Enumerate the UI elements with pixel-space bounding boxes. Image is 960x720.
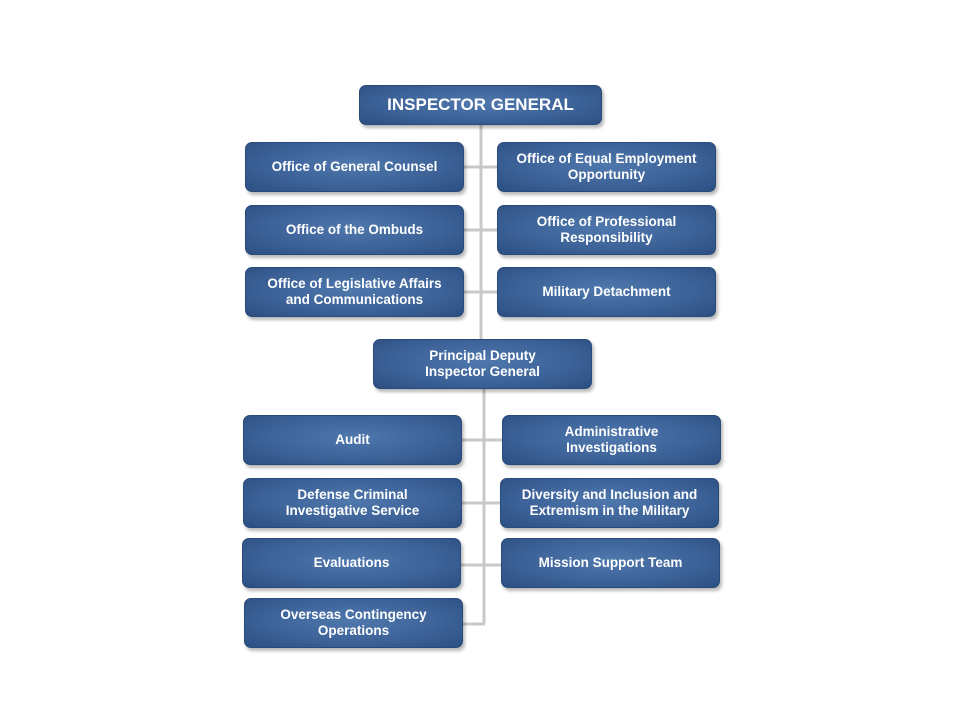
ombuds-box: Office of the Ombuds	[245, 205, 464, 255]
mission-support-box: Mission Support Team	[501, 538, 720, 588]
administrative-investigations-box: Administrative Investigations	[502, 415, 721, 465]
professional-responsibility-box: Office of Professional Responsibility	[497, 205, 716, 255]
military-detachment-box: Military Detachment	[497, 267, 716, 317]
principal-deputy-box: Principal Deputy Inspector General	[373, 339, 592, 389]
dcis-box: Defense Criminal Investigative Service	[243, 478, 462, 528]
overseas-contingency-box: Overseas Contingency Operations	[244, 598, 463, 648]
inspector-general-box: INSPECTOR GENERAL	[359, 85, 602, 125]
evaluations-box: Evaluations	[242, 538, 461, 588]
diversity-inclusion-box: Diversity and Inclusion and Extremism in…	[500, 478, 719, 528]
audit-box: Audit	[243, 415, 462, 465]
legislative-affairs-box: Office of Legislative Affairs and Commun…	[245, 267, 464, 317]
general-counsel-box: Office of General Counsel	[245, 142, 464, 192]
equal-employment-box: Office of Equal Employment Opportunity	[497, 142, 716, 192]
